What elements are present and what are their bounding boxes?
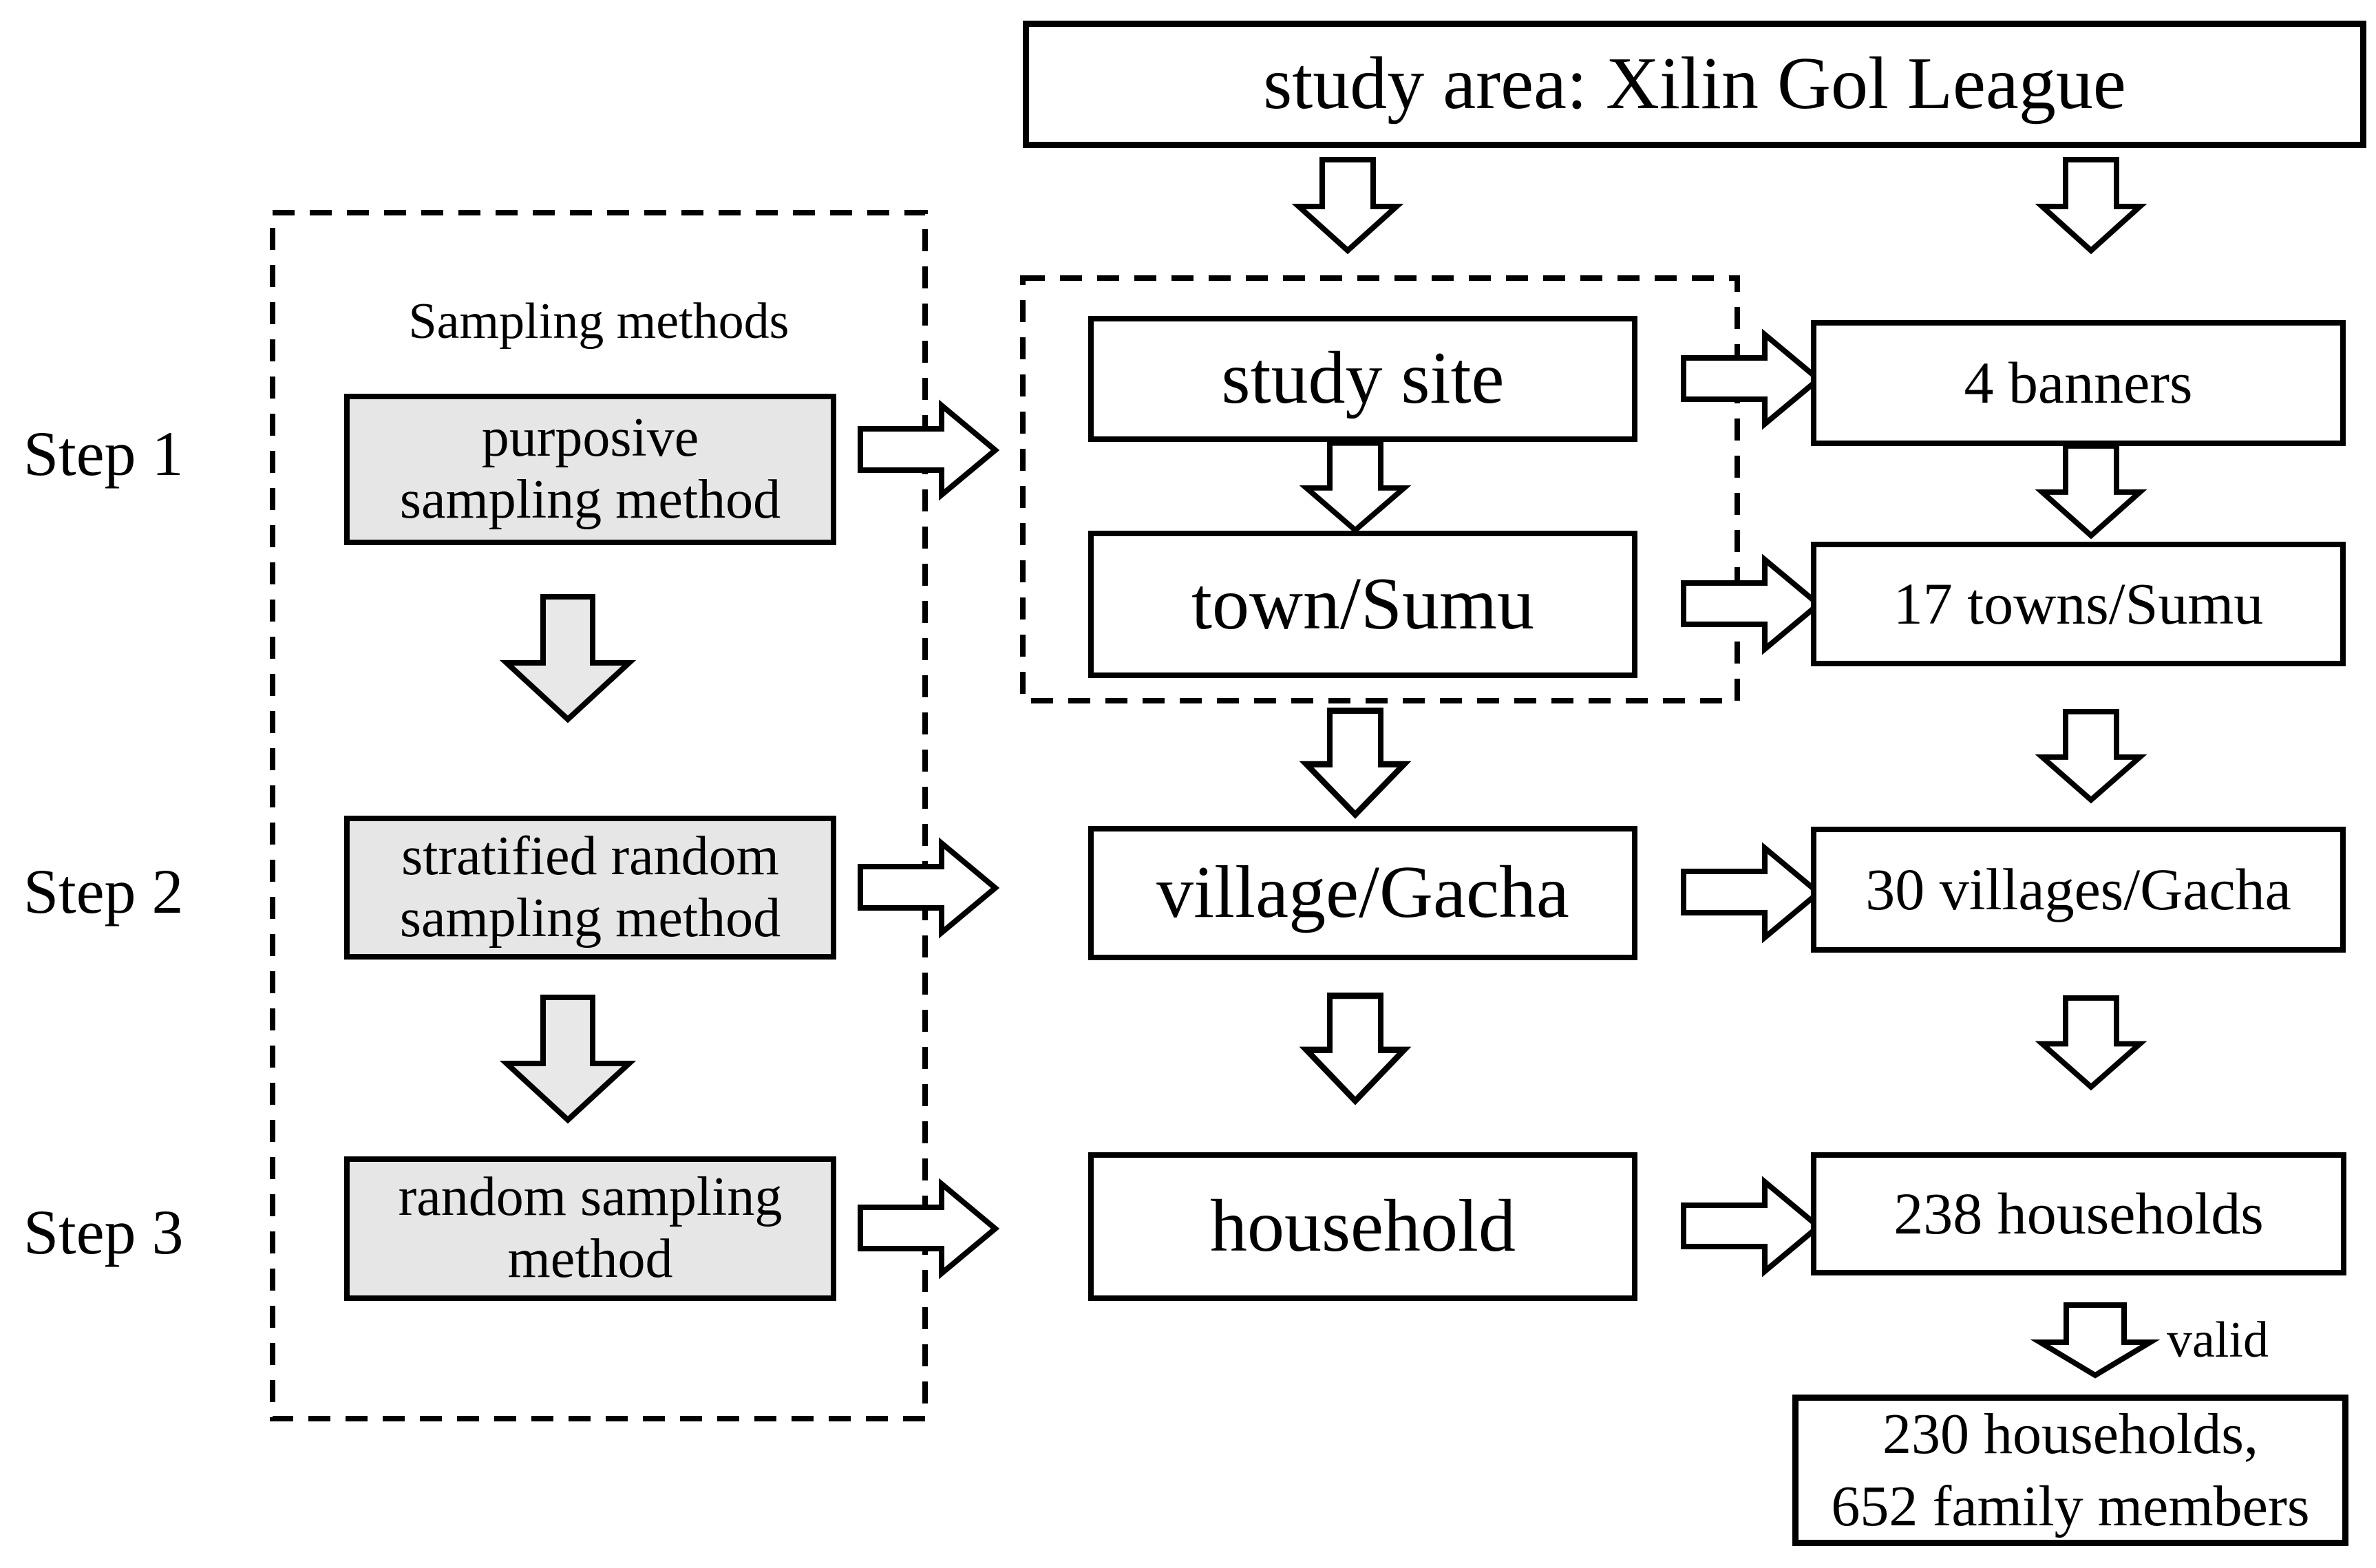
arrow-right-icon	[1681, 553, 1823, 655]
village-gacha-box: village/Gacha	[1088, 826, 1637, 960]
study-site-label: study site	[1221, 337, 1505, 420]
arrow-down-icon	[1299, 708, 1412, 819]
town-sumu-label: town/Sumu	[1191, 562, 1535, 645]
valid-sample-box: 230 households, 652 family members	[1792, 1395, 2348, 1546]
valid-members-line: 652 family members	[1831, 1474, 2310, 1538]
method-box-stratified-random: stratified random sampling method	[344, 816, 836, 960]
arrow-down-gray-icon	[499, 594, 637, 723]
arrow-down-icon	[1291, 157, 1404, 255]
arrow-right-icon	[858, 1178, 1000, 1280]
arrow-down-icon	[2035, 157, 2147, 255]
villages-count-label: 30 villages/Gacha	[1865, 856, 2291, 923]
villages-count-box: 30 villages/Gacha	[1811, 827, 2346, 953]
arrow-down-icon	[2035, 995, 2147, 1091]
towns-count-label: 17 towns/Sumu	[1893, 571, 2264, 637]
banners-count-box: 4 banners	[1811, 320, 2346, 446]
arrow-right-icon	[858, 837, 1000, 939]
method-box-purposive: purposive sampling method	[344, 394, 836, 545]
town-sumu-box: town/Sumu	[1088, 531, 1637, 678]
step-label-2: Step 2	[23, 856, 184, 926]
arrow-down-icon	[1299, 993, 1412, 1105]
sampling-methods-panel-title: Sampling methods	[408, 293, 789, 350]
site-selection-panel-border	[1020, 275, 1740, 703]
study-area-label: study area: Xilin Gol League	[1263, 43, 2126, 125]
households-count-box: 238 households	[1811, 1152, 2346, 1275]
valid-households-line: 230 households,	[1882, 1402, 2258, 1466]
method-line: stratified random	[401, 825, 779, 887]
arrow-right-icon	[858, 399, 1000, 501]
study-area-box: study area: Xilin Gol League	[1023, 21, 2366, 148]
step-label-3: Step 3	[23, 1197, 184, 1267]
arrow-right-icon	[1681, 328, 1823, 430]
method-line: sampling method	[399, 887, 781, 949]
arrow-down-gray-icon	[499, 995, 637, 1124]
method-line: random sampling	[398, 1167, 783, 1228]
arrow-down-icon	[2035, 709, 2147, 804]
village-gacha-label: village/Gacha	[1156, 851, 1569, 934]
step-label-1: Step 1	[23, 419, 184, 489]
household-label: household	[1210, 1185, 1516, 1267]
arrow-down-icon	[1299, 441, 1412, 534]
household-box: household	[1088, 1152, 1637, 1301]
arrow-down-icon	[2035, 443, 2147, 540]
banners-count-label: 4 banners	[1964, 350, 2193, 416]
method-line: method	[507, 1229, 673, 1289]
method-line: purposive	[481, 407, 699, 469]
towns-count-box: 17 towns/Sumu	[1811, 542, 2346, 666]
valid-label: valid	[2167, 1312, 2269, 1368]
method-box-random: random sampling method	[344, 1156, 836, 1301]
method-line: sampling method	[399, 469, 781, 530]
arrow-right-icon	[1681, 1176, 1823, 1278]
arrow-right-icon	[1681, 842, 1823, 944]
study-site-box: study site	[1088, 316, 1637, 442]
arrow-down-valid-icon	[2030, 1302, 2161, 1379]
households-count-label: 238 households	[1894, 1180, 2264, 1247]
